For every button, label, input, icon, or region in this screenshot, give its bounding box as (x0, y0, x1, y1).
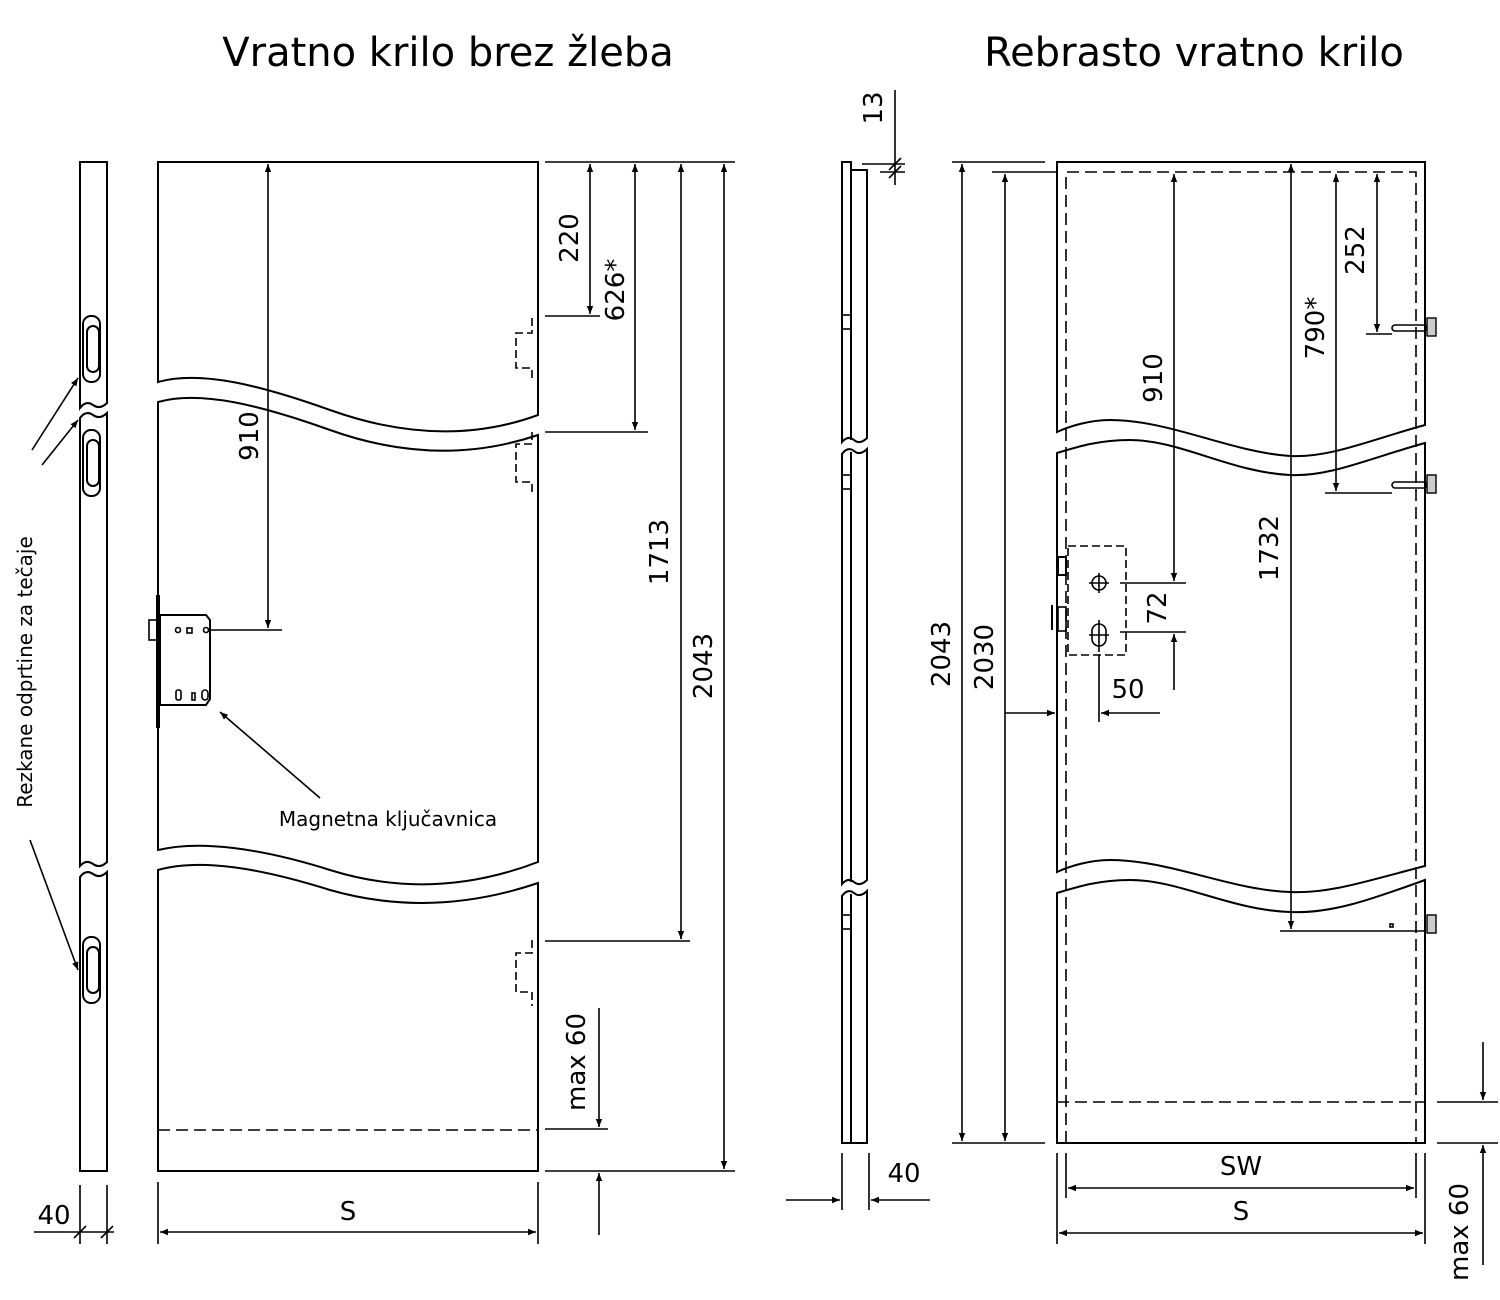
dim-13-label: 13 (859, 91, 889, 124)
dim-s-label: S (340, 1197, 357, 1227)
hinge-icon (1391, 317, 1437, 337)
right-title: Rebrasto vratno krilo (984, 30, 1404, 76)
hinge-slot-icon (841, 474, 852, 490)
hinge-cutouts-label: Rezkane odprtine za tečaje (13, 536, 37, 808)
dim-72-label: 72 (1143, 591, 1173, 624)
hinge-icon (1389, 914, 1437, 934)
left-title: Vratno krilo brez žleba (222, 30, 673, 76)
left-door-front: Magnetna ključavnica 910 220 626* 1713 2… (148, 161, 735, 1244)
magnetic-lock-icon (148, 595, 211, 728)
hinge-icon (515, 432, 533, 495)
dim-max60-label: max 60 (562, 1013, 592, 1111)
right-door-front: 2043 2030 910 72 50 1732 790* 252 max (927, 161, 1498, 1281)
dim-626-label: 626* (601, 259, 631, 322)
dim-910-label: 910 (235, 411, 265, 461)
dim-sw-label: SW (1220, 1152, 1262, 1182)
magnetic-lock-label: Magnetna ključavnica (279, 807, 497, 831)
dim-1732-label: 1732 (1255, 515, 1285, 581)
dim-right-s-label: S (1233, 1197, 1250, 1227)
hinge-cutout-icon (82, 315, 101, 383)
hinge-icon (515, 318, 539, 382)
dim-790-label: 790* (1301, 297, 1331, 360)
hinge-cutout-icon (82, 429, 101, 497)
lock-case-icon (1051, 545, 1127, 656)
hinge-slot-icon (841, 914, 852, 930)
hinge-icon (515, 940, 533, 1006)
hinge-slot-icon (841, 314, 852, 330)
dim-right-max60-label: max 60 (1445, 1183, 1475, 1281)
left-thickness-label: 40 (37, 1201, 70, 1231)
left-edge-view: Rezkane odprtine za tečaje 40 (13, 161, 114, 1244)
dim-right-910-label: 910 (1139, 353, 1169, 403)
right-thickness-label: 40 (887, 1159, 920, 1189)
dim-1713-label: 1713 (645, 519, 675, 585)
dim-2043-label: 2043 (689, 633, 719, 699)
dim-2030-label: 2030 (970, 624, 1000, 690)
dim-50-label: 50 (1111, 675, 1144, 705)
right-edge-view: 13 40 (786, 90, 930, 1210)
hinge-cutout-icon (82, 936, 101, 1004)
dim-220-label: 220 (555, 213, 585, 263)
dim-252-label: 252 (1341, 225, 1371, 275)
hinge-icon (1391, 474, 1437, 494)
dim-right-2043-label: 2043 (927, 621, 957, 687)
